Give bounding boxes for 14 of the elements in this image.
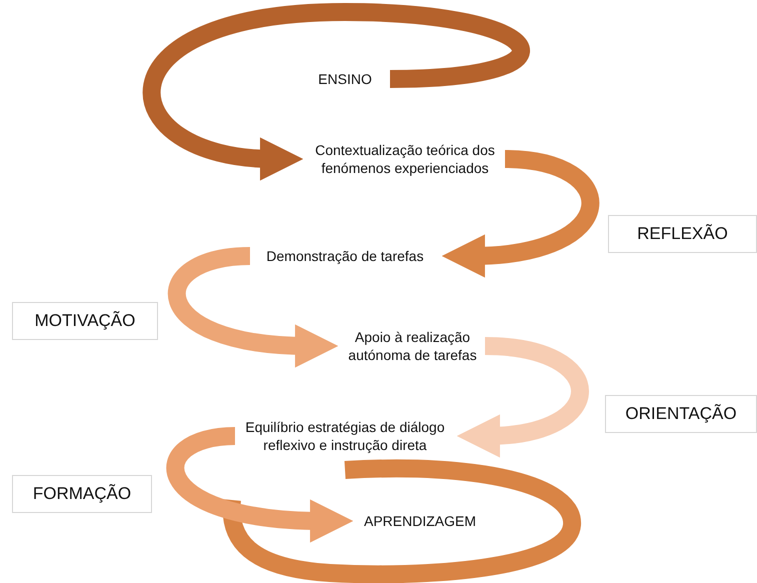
- curved-arrow: [442, 150, 599, 277]
- step-label: Contextualização teórica dos fenómenos experienciados: [305, 140, 505, 178]
- label-box: MOTIVAÇÃO: [12, 302, 158, 340]
- step-label: ENSINO: [300, 68, 390, 90]
- label-box: REFLEXÃO: [608, 215, 757, 253]
- step-label: APRENDIZAGEM: [355, 510, 485, 532]
- step-label: Apoio à realização autónoma de tarefas: [340, 327, 485, 365]
- label-box: FORMAÇÃO: [12, 475, 152, 513]
- step-label: Demonstração de tarefas: [250, 245, 440, 267]
- curved-arrow: [143, 3, 529, 180]
- curved-arrow: [166, 427, 354, 542]
- label-box: ORIENTAÇÃO: [605, 395, 757, 433]
- curved-arrow: [456, 337, 589, 457]
- step-label: Equilíbrio estratégias de diálogo reflexivo e instrução direta: [235, 417, 455, 455]
